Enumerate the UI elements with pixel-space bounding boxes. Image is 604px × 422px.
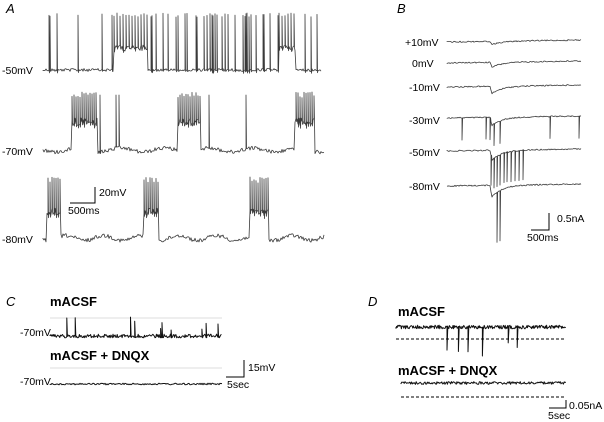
scalebar-c	[226, 360, 245, 378]
scalebar-a-voltage: 20mV	[99, 187, 127, 199]
trace-a-50mv	[42, 12, 322, 74]
condition-label-macsf: mACSF	[50, 294, 97, 309]
panel-label-d: D	[368, 294, 378, 309]
voltage-label: -70mV	[20, 327, 51, 339]
voltage-label: -80mV	[2, 234, 33, 246]
trace-b-0mv	[446, 60, 582, 68]
voltage-label: -50mV	[2, 65, 33, 77]
voltage-label: -70mV	[2, 146, 33, 158]
scalebar-a-time: 500ms	[68, 205, 100, 217]
panel-label-a: A	[6, 1, 15, 16]
voltage-label: 0mV	[412, 58, 434, 70]
trace-b-minus80mv	[446, 183, 582, 243]
trace-c-macsf	[49, 316, 222, 339]
scalebar-a	[70, 187, 96, 204]
trace-b-minus10mv	[446, 84, 582, 95]
condition-label-dnqx: mACSF + DNQX	[50, 348, 150, 363]
voltage-label: -80mV	[409, 181, 440, 193]
scalebar-b	[531, 213, 550, 231]
trace-d-macsf	[395, 324, 566, 357]
trace-b-minus50mv	[446, 148, 582, 189]
voltage-label: -50mV	[409, 147, 440, 159]
voltage-label: -70mV	[20, 376, 51, 388]
trace-a-70mv	[42, 91, 325, 155]
trace-c-dnqx	[49, 382, 223, 386]
scalebar-d-time: 5sec	[548, 410, 571, 422]
voltage-label: -10mV	[409, 82, 440, 94]
scalebar-b-time: 500ms	[527, 232, 559, 244]
trace-b-plus10mv	[446, 39, 582, 45]
voltage-label: +10mV	[405, 37, 439, 49]
scalebar-d-current: 0.05nA	[569, 400, 603, 412]
voltage-label: -30mV	[409, 115, 440, 127]
panel-label-c: C	[6, 294, 16, 309]
scalebar-c-time: 5sec	[227, 379, 250, 391]
scalebar-b-current: 0.5nA	[557, 213, 585, 225]
trace-b-minus30mv	[446, 115, 582, 146]
scalebar-d	[549, 400, 567, 409]
condition-label-macsf: mACSF	[398, 304, 445, 319]
trace-a-80mv	[42, 176, 325, 243]
trace-d-dnqx	[400, 381, 567, 385]
scalebar-c-voltage: 15mV	[248, 362, 276, 374]
condition-label-dnqx: mACSF + DNQX	[398, 363, 498, 378]
panel-label-b: B	[397, 1, 406, 16]
